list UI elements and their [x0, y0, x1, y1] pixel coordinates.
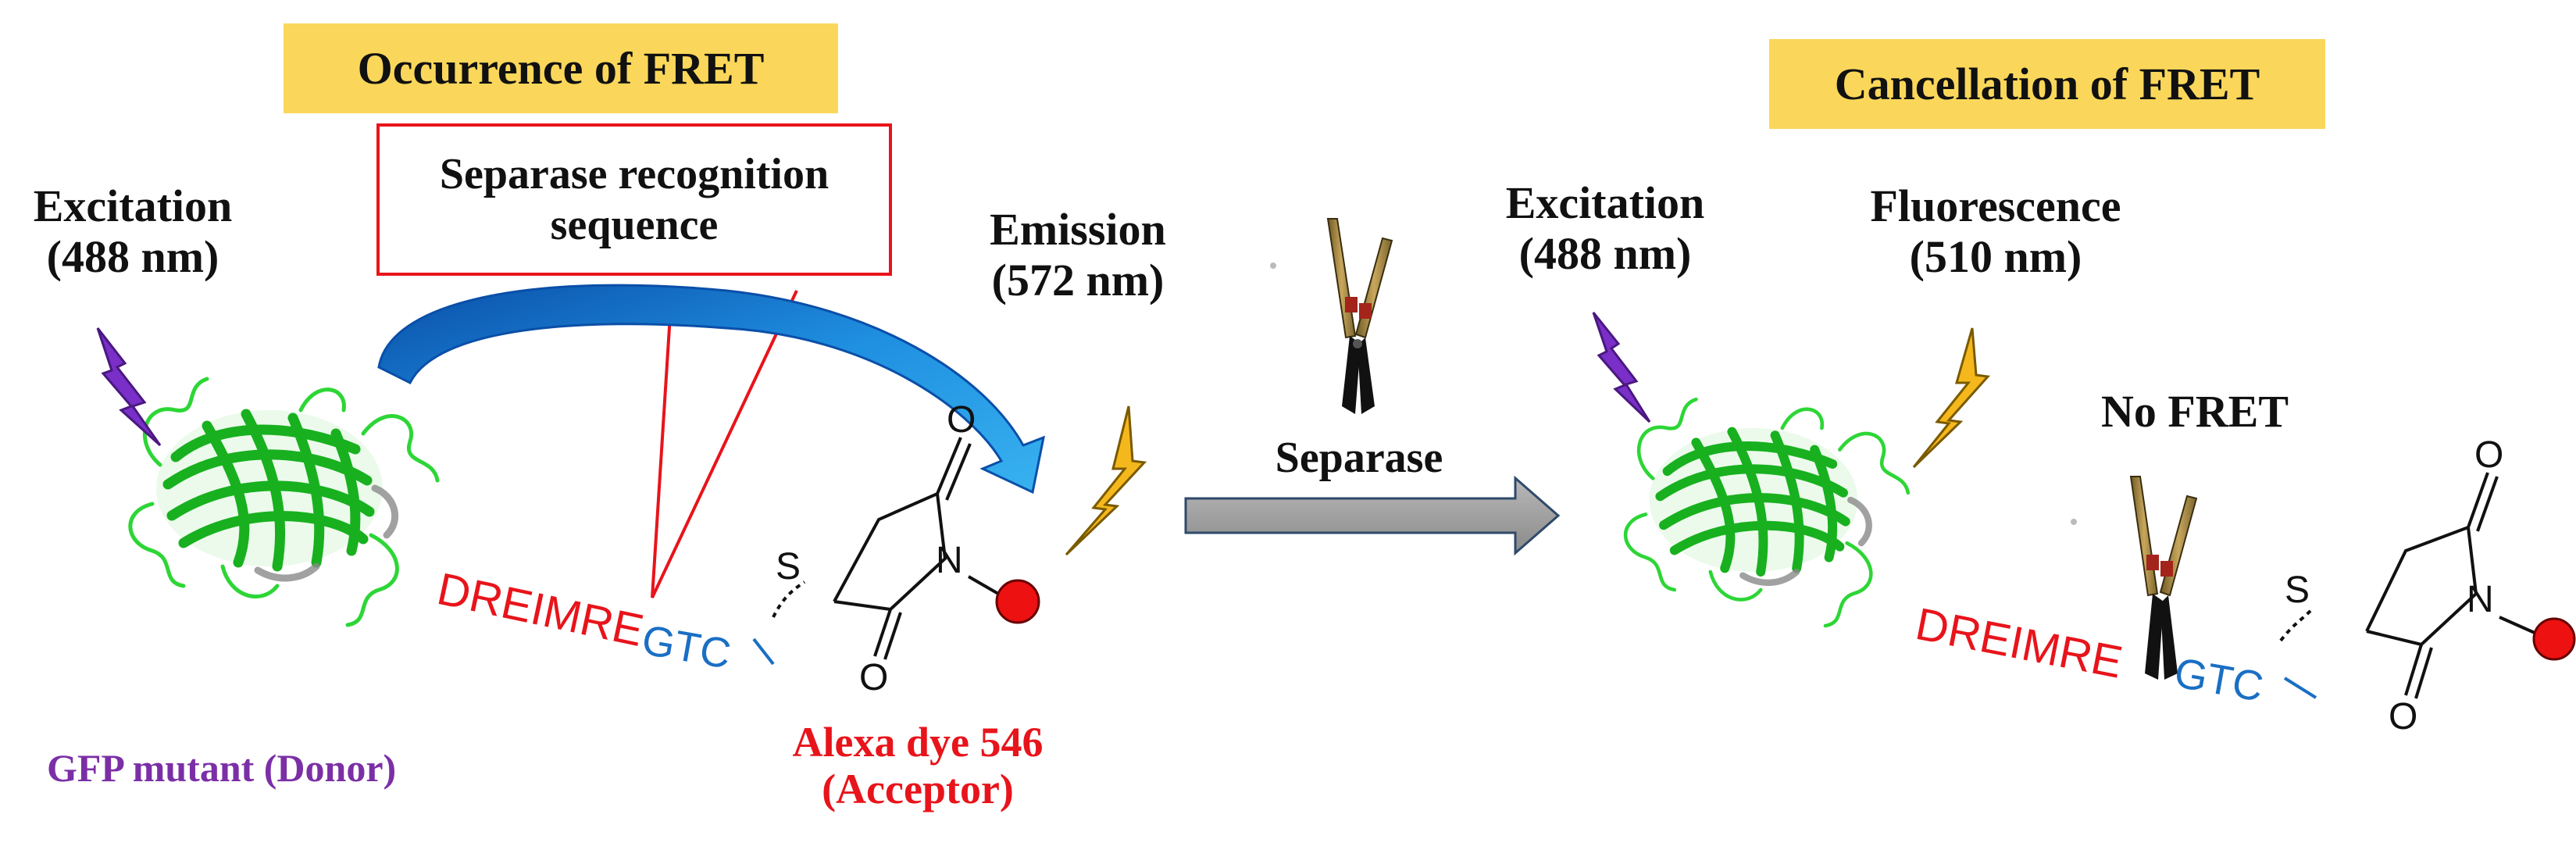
oxygen-top-right: O: [2474, 434, 2504, 476]
gfp-donor-label: GFP mutant (Donor): [47, 746, 397, 790]
carbonyl-bottom-left: [873, 609, 892, 657]
n-dye-bond-right: [2499, 616, 2535, 634]
thioether-bond-right: [2279, 608, 2314, 642]
alexa-dye-marker-right: [2532, 617, 2576, 661]
gfp-donor-protein: [130, 379, 437, 625]
fluorescence-label: Fluorescence (510 nm): [1855, 180, 2136, 283]
excitation-left-line2: (488 nm): [46, 230, 219, 282]
carbonyl-bottom-right: [2404, 644, 2423, 696]
oxygen-bottom-left: O: [859, 657, 889, 698]
emission-lightning: [1065, 405, 1147, 556]
cleavage-scissors-icon: [2129, 476, 2198, 680]
oxygen-bottom-right: O: [2389, 696, 2418, 737]
carbonyl-top-right: [2467, 472, 2489, 528]
cancellation-title: Cancellation of FRET: [1769, 39, 2325, 129]
occurrence-title: Occurrence of FRET: [284, 23, 838, 113]
fluorescence-line1: Fluorescence: [1870, 180, 2121, 231]
fret-energy-transfer-arrow: [377, 284, 1046, 495]
acceptor-line1: Alexa dye 546: [792, 719, 1044, 766]
sulfur-atom-left: S: [776, 546, 801, 587]
separase-label: Separase: [1275, 434, 1443, 482]
emission-line1: Emission: [990, 204, 1166, 255]
separase-reaction-arrow[interactable]: [1184, 475, 1561, 556]
carbonyl-top-right-double: [2476, 476, 2499, 532]
oxygen-top-left: O: [947, 399, 976, 441]
separase-scissors-icon: [1326, 218, 1393, 414]
linker-dash-left: [752, 637, 775, 666]
carbonyl-bottom-left-double: [883, 612, 902, 660]
fluorescence-lightning: [1912, 327, 1991, 469]
emission-line2: (572 nm): [991, 254, 1165, 305]
gfp-donor-protein-cleaved: [1625, 399, 1908, 626]
emission-label: Emission (572 nm): [953, 204, 1203, 306]
carbonyl-top-left: [936, 437, 962, 495]
excitation-right-line1: Excitation: [1505, 177, 1705, 228]
excitation-lightning-right: [1592, 312, 1651, 423]
nitrogen-atom-right: N: [2467, 579, 2494, 620]
separase-recognition-callout: Separase recognition sequence: [376, 123, 892, 276]
cleaved-maleimide-structure: [2279, 472, 2535, 699]
acceptor-line2: (Acceptor): [822, 766, 1014, 813]
excitation-lightning-left: [96, 327, 162, 447]
carbonyl-bottom-right-double: [2414, 647, 2433, 699]
ring-bonds-left: [833, 491, 947, 612]
excitation-right-line2: (488 nm): [1518, 227, 1692, 279]
fluorescence-line2: (510 nm): [1909, 230, 2082, 282]
thioether-bond-left: [772, 580, 806, 618]
no-fret-label: No FRET: [2100, 386, 2289, 437]
excitation-left-line1: Excitation: [33, 180, 233, 231]
acceptor-maleimide-structure: [752, 437, 1000, 666]
callout-line1: Separase recognition: [439, 150, 830, 199]
sulfur-atom-right: S: [2285, 570, 2310, 611]
callout-pointer: [651, 290, 798, 598]
speck-dot: [1270, 262, 1276, 269]
acceptor-label: Alexa dye 546 (Acceptor): [746, 719, 1090, 813]
n-dye-bond-left: [967, 575, 1000, 595]
ring-bonds-right: [2365, 525, 2478, 647]
excitation-label-left: Excitation (488 nm): [8, 180, 258, 283]
linker-dash-right: [2283, 677, 2317, 699]
callout-line2: sequence: [550, 200, 719, 249]
speck-dot: [2071, 519, 2077, 525]
excitation-label-right: Excitation (488 nm): [1480, 177, 1730, 280]
alexa-dye-marker: [995, 579, 1040, 624]
carbonyl-top-left-double: [945, 443, 972, 501]
nitrogen-atom-left: N: [936, 540, 963, 581]
